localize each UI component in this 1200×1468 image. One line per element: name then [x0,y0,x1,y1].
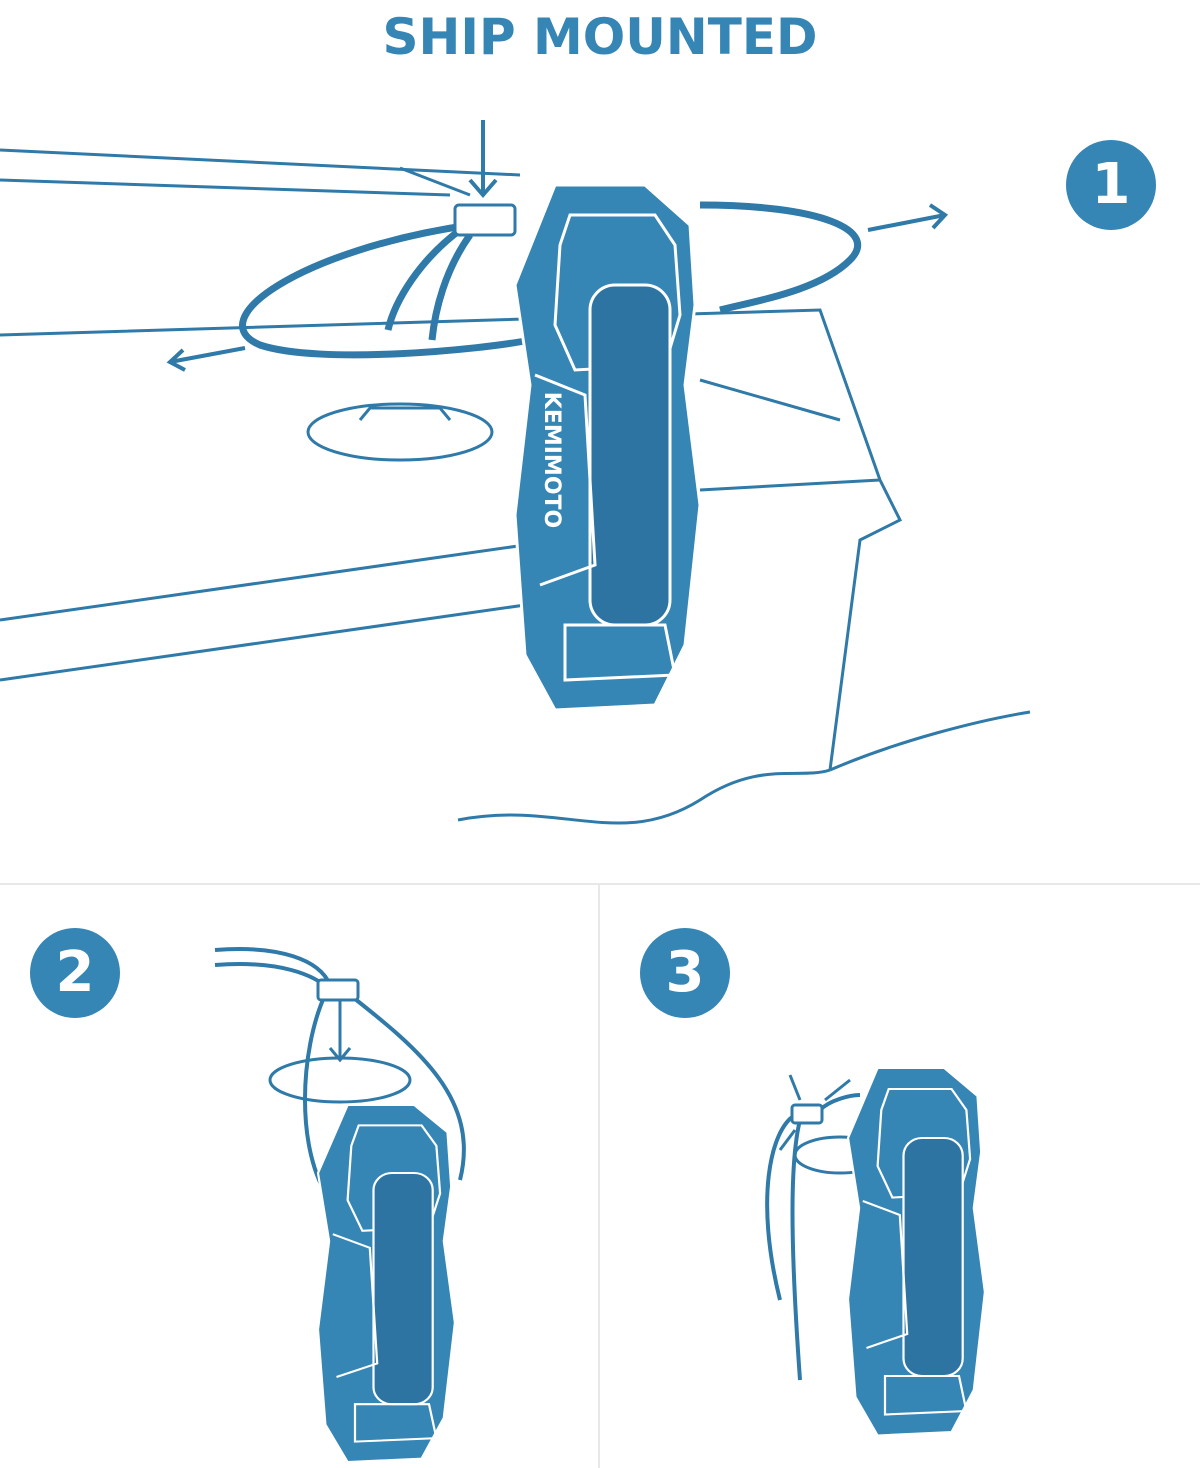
step-1-badge: 1 [1066,140,1156,230]
rope-loop [239,201,862,359]
step-2-badge: 2 [30,928,120,1018]
fender-step-2 [316,1103,457,1464]
arrow-icon [166,120,949,372]
divider-vertical [598,884,600,1468]
rope-clamp [453,203,517,237]
fender-step-3 [846,1066,987,1437]
step-3-badge: 3 [640,928,730,1018]
divider-horizontal [0,883,1200,885]
page-title: SHIP MOUNTED [382,8,818,66]
brand-logo: KEMIMOTO [539,392,564,528]
arrow-icon [778,1074,851,1151]
rope-clamp [790,1103,824,1125]
arrow-icon [328,1000,352,1063]
rope-clamp [316,978,360,1002]
boat-hull-drawing [0,148,1031,825]
